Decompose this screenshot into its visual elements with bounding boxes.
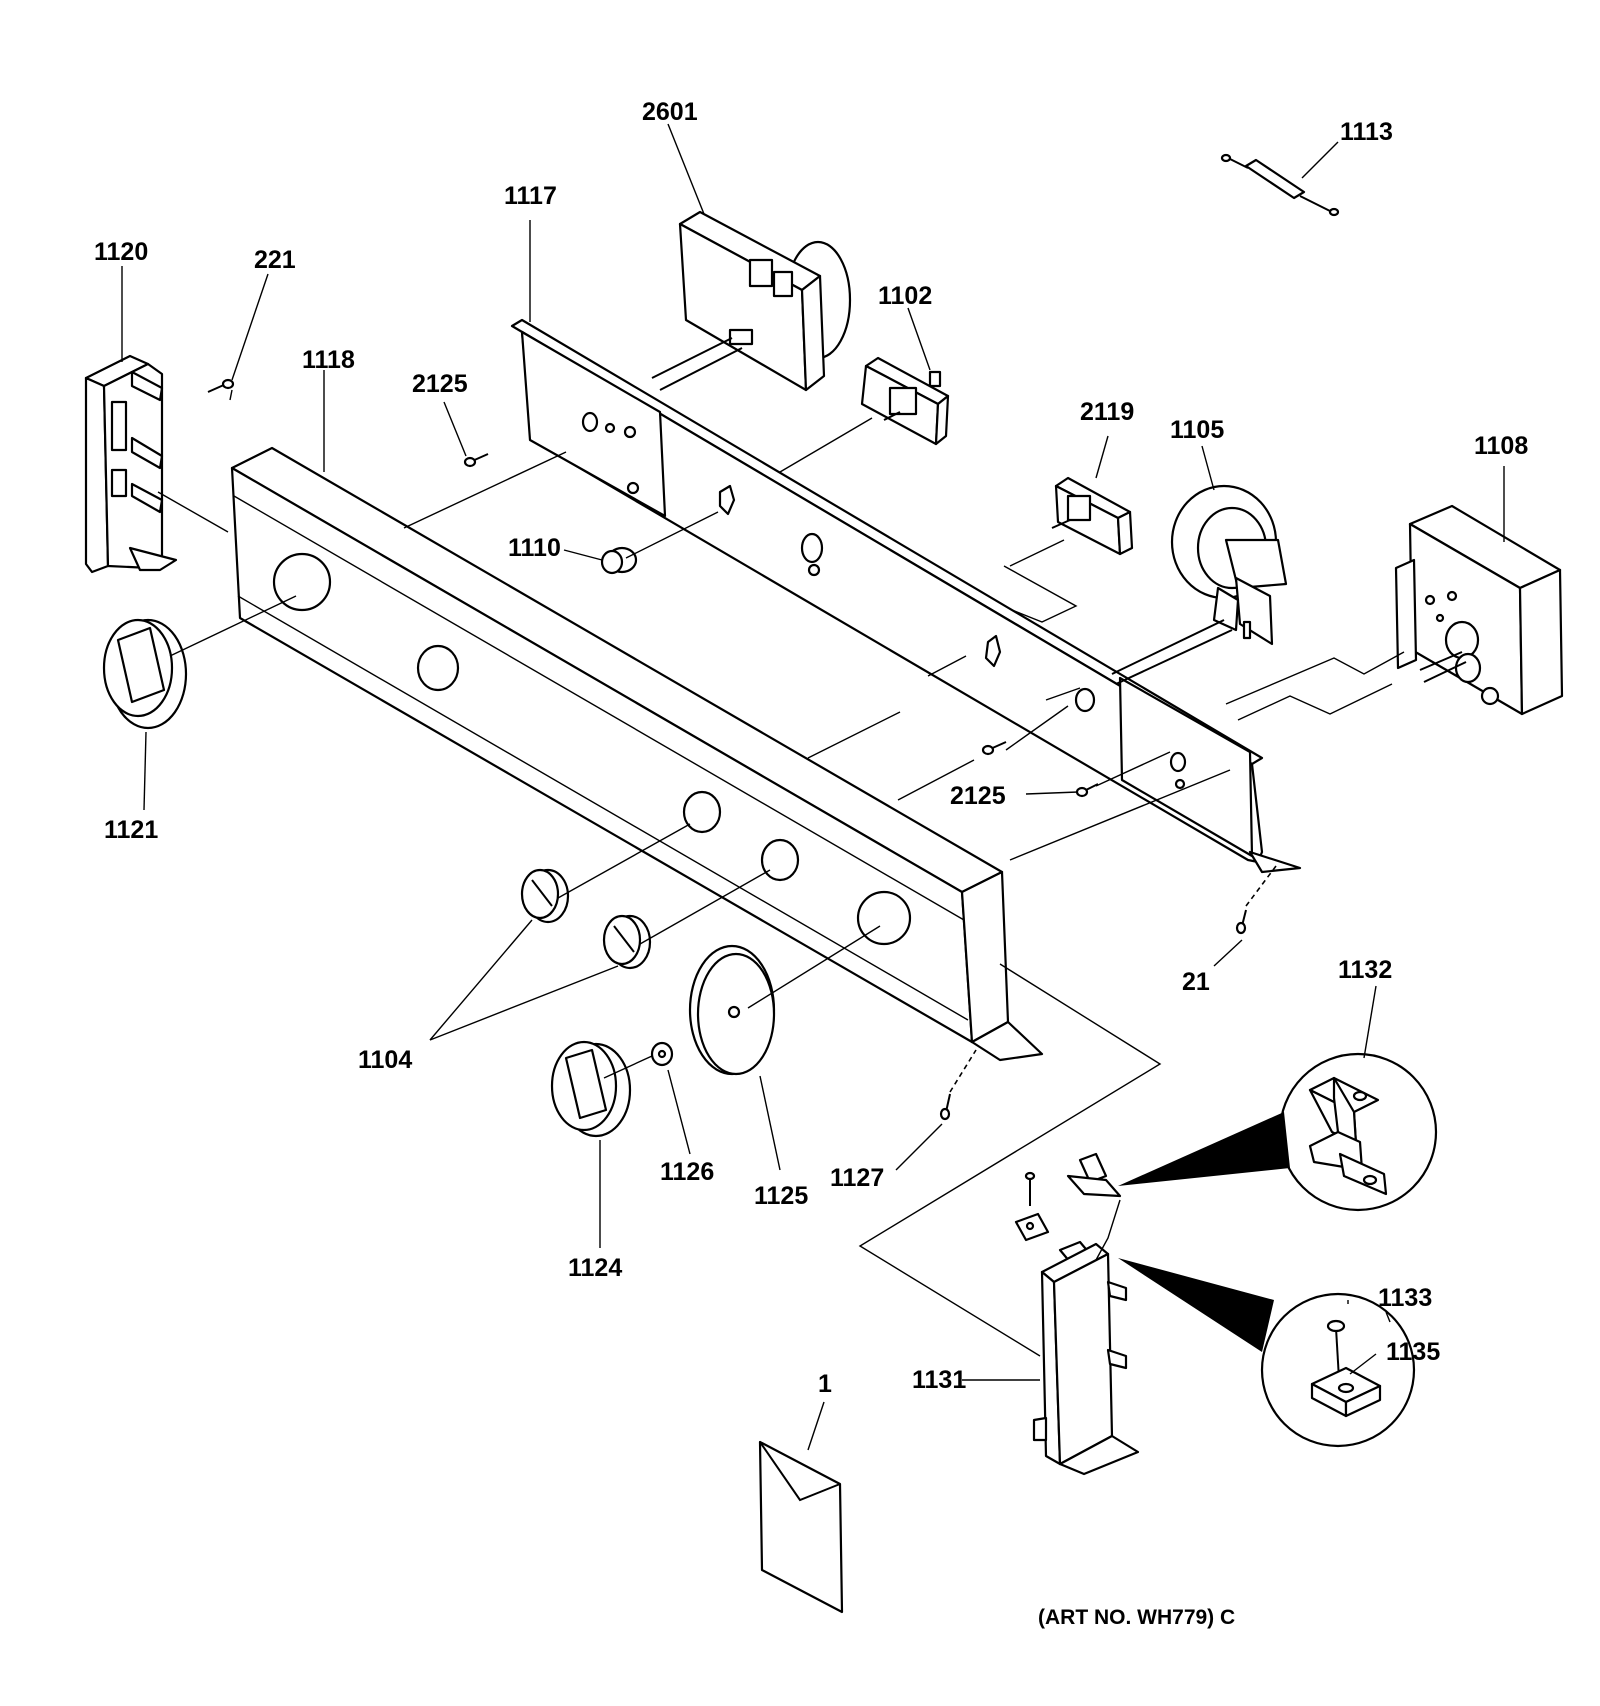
label-2125-upper: 2125 bbox=[412, 370, 468, 398]
label-1105: 1105 bbox=[1170, 416, 1224, 444]
panel-bracket-1117 bbox=[510, 318, 1302, 874]
assembly-lines bbox=[157, 389, 1405, 1357]
leader-lines bbox=[121, 123, 1505, 1451]
label-1133: 1133 bbox=[1378, 1284, 1432, 1312]
part-labels: 2601 1113 1117 1120 221 1102 1118 2125 2… bbox=[94, 98, 1528, 1629]
clip-1135-small bbox=[1014, 1171, 1050, 1242]
label-1108: 1108 bbox=[1474, 432, 1528, 460]
knob-1124 bbox=[550, 1040, 632, 1138]
washer-1126 bbox=[650, 1041, 674, 1067]
timer-2601 bbox=[651, 210, 852, 392]
dial-1125 bbox=[688, 944, 776, 1076]
screw-221 bbox=[207, 378, 235, 393]
screw-2125-upper bbox=[463, 453, 489, 468]
label-1110: 1110 bbox=[508, 534, 561, 562]
clip-1132-small bbox=[1066, 1152, 1122, 1198]
detail-circle-1135 bbox=[1118, 1258, 1416, 1448]
pressure-switch-1105 bbox=[1111, 484, 1288, 685]
label-221: 221 bbox=[254, 246, 296, 274]
screw-1127 bbox=[939, 1093, 951, 1121]
label-1120: 1120 bbox=[94, 238, 148, 266]
art-number: (ART NO. WH779) C bbox=[1038, 1606, 1235, 1629]
knob-1104-left bbox=[520, 868, 570, 924]
timer-1108 bbox=[1394, 504, 1564, 716]
screw-2125-lower bbox=[1075, 783, 1099, 798]
label-1102: 1102 bbox=[878, 282, 932, 310]
label-1113: 1113 bbox=[1340, 118, 1393, 146]
switch-2119 bbox=[1051, 476, 1134, 556]
label-1135: 1135 bbox=[1386, 1338, 1440, 1366]
label-1126: 1126 bbox=[660, 1158, 714, 1186]
label-21: 21 bbox=[1182, 968, 1210, 996]
label-2125-lower: 2125 bbox=[950, 782, 1006, 810]
manual-1 bbox=[758, 1440, 844, 1614]
label-1127: 1127 bbox=[830, 1164, 884, 1192]
knob-1121 bbox=[102, 618, 188, 730]
harness-1113 bbox=[1220, 153, 1340, 217]
label-1118: 1118 bbox=[302, 346, 355, 374]
end-cap-1131 bbox=[1032, 1242, 1140, 1476]
label-1121: 1121 bbox=[104, 816, 158, 844]
label-2601: 2601 bbox=[642, 98, 698, 126]
label-2119: 2119 bbox=[1080, 398, 1134, 426]
switch-1102 bbox=[860, 356, 950, 446]
label-1125: 1125 bbox=[754, 1182, 808, 1210]
bushing-1110 bbox=[600, 546, 638, 575]
knob-1104-right bbox=[602, 914, 652, 970]
screw-2125-mid bbox=[981, 741, 1007, 756]
label-1132: 1132 bbox=[1338, 956, 1392, 984]
screw-21 bbox=[1235, 909, 1247, 935]
label-1124: 1124 bbox=[568, 1254, 622, 1282]
detail-circle-1132 bbox=[1118, 1052, 1438, 1212]
control-panel-1118 bbox=[230, 446, 1044, 1062]
label-1117: 1117 bbox=[504, 182, 557, 210]
label-1: 1 bbox=[818, 1370, 832, 1398]
end-cap-1120 bbox=[84, 354, 178, 574]
label-1104: 1104 bbox=[358, 1046, 412, 1074]
label-1131: 1131 bbox=[912, 1366, 966, 1394]
